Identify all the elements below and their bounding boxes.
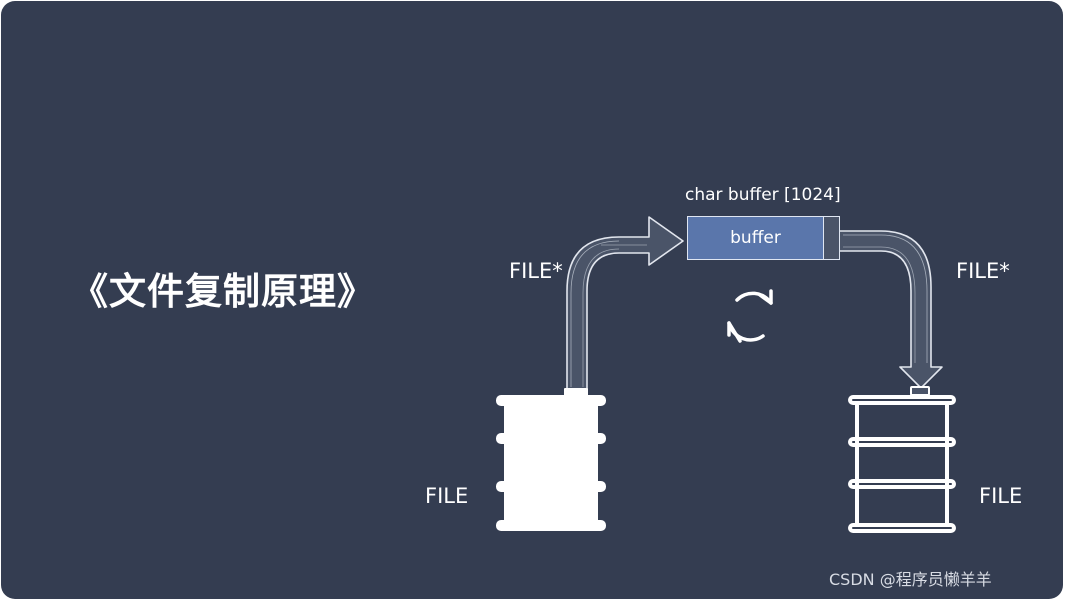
left-file-label: FILE [425, 484, 469, 508]
left-file-pointer-label: FILE* [509, 259, 563, 283]
buffer-block [687, 216, 840, 260]
arrow-icon-buffer-to-right [838, 230, 943, 389]
buffer-end-cap [823, 216, 840, 260]
arrow-icon-left-to-buffer [566, 216, 684, 390]
right-file-pointer-label: FILE* [956, 259, 1010, 283]
watermark: CSDN @程序员懒羊羊 [829, 570, 992, 589]
barrel-icon-source [496, 388, 606, 531]
refresh-icon [727, 289, 773, 343]
page-title: 《文件复制原理》 [71, 270, 375, 313]
buffer-label: buffer [730, 228, 781, 248]
barrel-icon-destination [848, 386, 956, 533]
right-file-label: FILE [979, 484, 1023, 508]
buffer-declaration: char buffer [1024] [685, 185, 841, 205]
